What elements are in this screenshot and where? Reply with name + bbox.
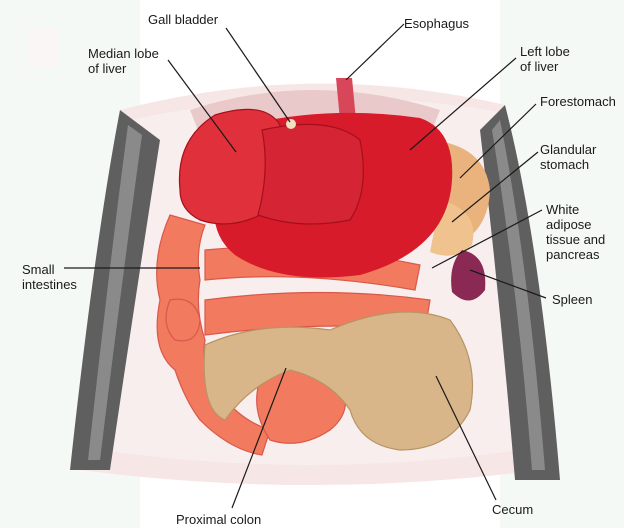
label-median-lobe-of-liver: Median lobe of liver (88, 46, 159, 76)
label-small-intestines: Small intestines (22, 262, 77, 292)
label-glandular-stomach: Glandular stomach (540, 142, 596, 172)
label-spleen: Spleen (552, 292, 592, 307)
label-gall-bladder: Gall bladder (148, 12, 218, 27)
label-left-lobe-of-liver: Left lobe of liver (520, 44, 570, 74)
label-forestomach: Forestomach (540, 94, 616, 109)
label-cecum: Cecum (492, 502, 533, 517)
label-proximal-colon: Proximal colon (176, 512, 261, 527)
label-esophagus: Esophagus (404, 16, 469, 31)
label-white-adipose-tissue-and-pancreas: White adipose tissue and pancreas (546, 202, 605, 262)
